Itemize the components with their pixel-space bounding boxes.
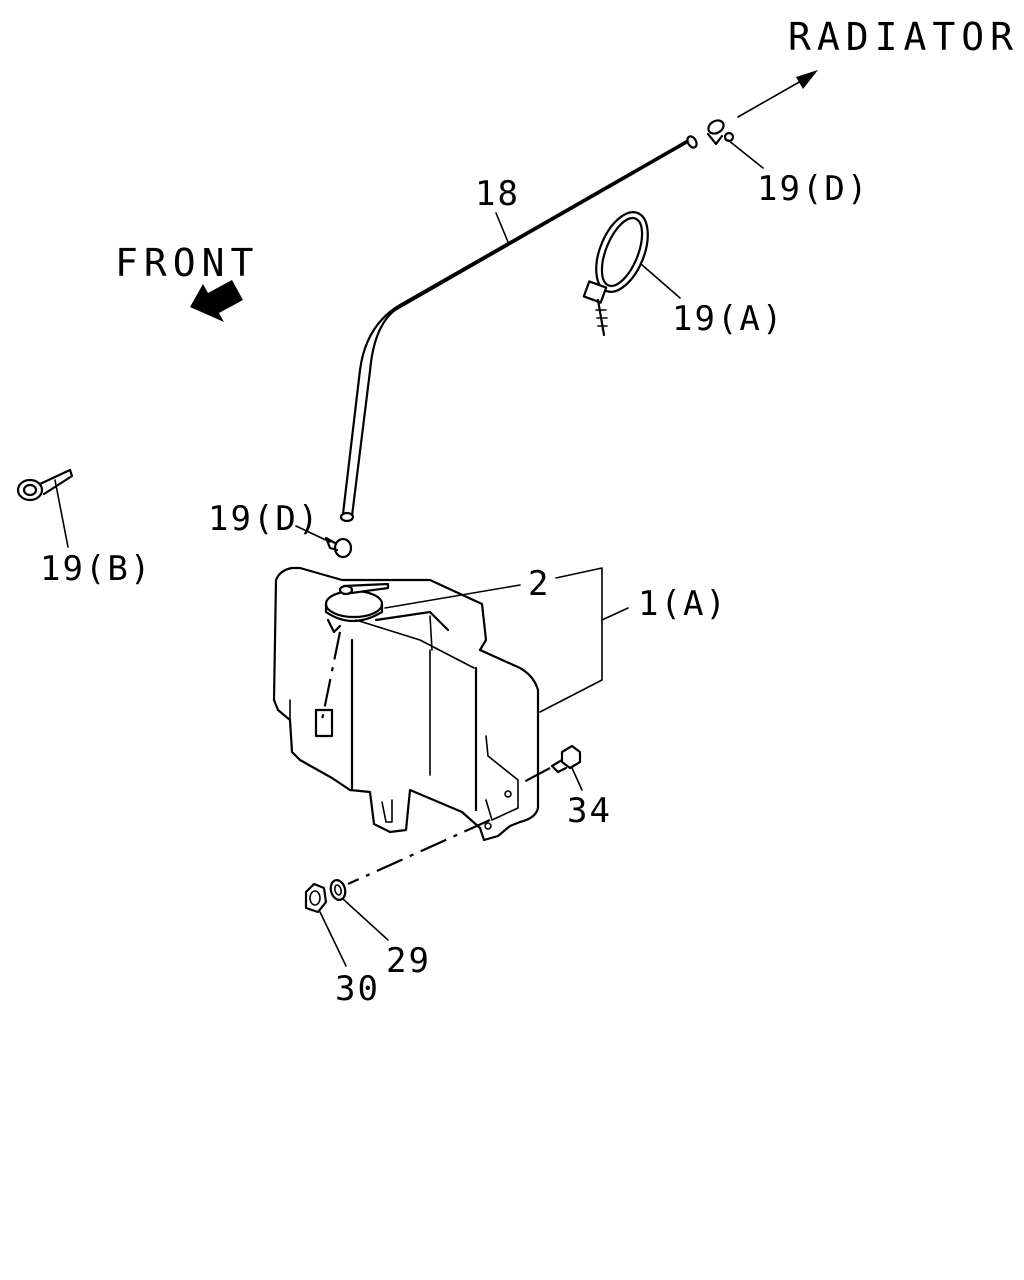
callout-clip-tank: 19(D) — [208, 499, 320, 539]
leader-band — [640, 263, 681, 299]
tank-neck — [314, 708, 334, 738]
mount-centerline — [347, 818, 491, 886]
callout-clip-side: 19(B) — [40, 549, 152, 589]
washer — [329, 879, 347, 901]
bolt-centerline — [519, 767, 551, 785]
leader-tank — [539, 567, 629, 713]
hex-nut — [304, 882, 328, 914]
leader-clip-top — [727, 139, 764, 169]
radiator-label: RADIATOR — [788, 15, 1019, 59]
leader-washer — [342, 898, 389, 941]
tank-cap — [324, 582, 390, 634]
callout-band: 19(A) — [672, 299, 784, 339]
hose-clip-side — [16, 468, 74, 502]
leader-bolt — [571, 767, 583, 791]
callout-washer: 29 — [386, 941, 431, 981]
overflow-hose — [339, 135, 698, 523]
leader-nut — [319, 911, 347, 967]
reserve-tank — [272, 566, 540, 842]
hose-clip-top — [706, 119, 735, 146]
hose-band — [582, 211, 649, 337]
callout-bolt: 34 — [567, 791, 612, 831]
leader-cap — [384, 584, 521, 609]
callout-tank: 1(A) — [638, 584, 728, 624]
front-arrow-icon — [190, 280, 243, 322]
front-label: FRONT — [115, 241, 259, 285]
callout-nut: 30 — [335, 969, 380, 1009]
callout-clip-top: 19(D) — [757, 169, 869, 209]
radiator-arrow-icon — [737, 70, 818, 118]
leader-clip-tank — [295, 525, 331, 543]
callout-cap: 2 — [528, 564, 550, 604]
hose-clip-tank — [324, 536, 353, 559]
callout-hose: 18 — [475, 174, 520, 214]
mounting-bolt — [550, 744, 582, 774]
leader-clip-side — [54, 479, 69, 548]
leader-hose — [495, 212, 509, 243]
cap-centerline — [320, 631, 342, 721]
